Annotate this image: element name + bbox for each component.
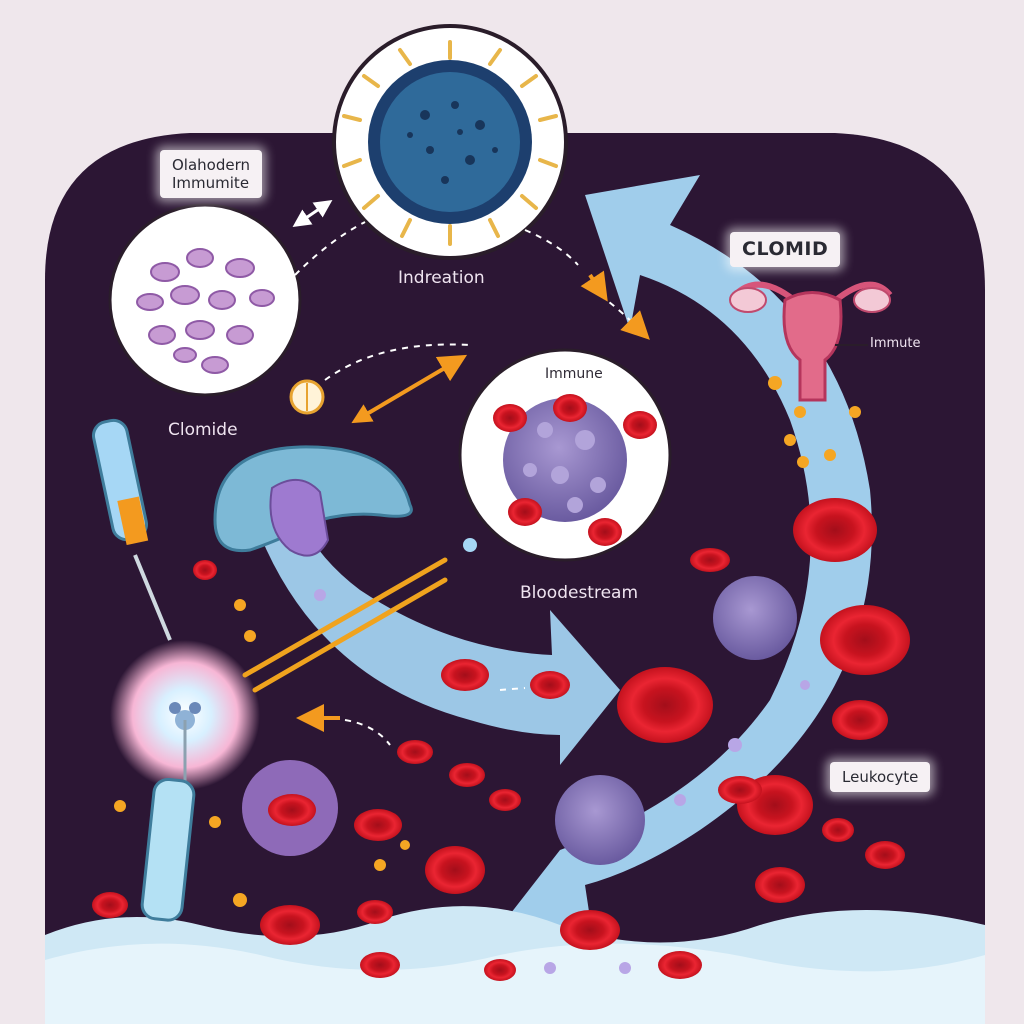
pill-icon <box>289 379 325 415</box>
tweezers-icon <box>242 557 448 693</box>
immune-cell-icon <box>458 348 672 562</box>
stomach-icon <box>213 445 413 557</box>
flow-arrow-main <box>455 175 872 985</box>
virus-icon <box>332 24 568 260</box>
top-tag-line2: Immumite <box>172 174 250 192</box>
vial-icon <box>140 720 196 922</box>
immute-label: Immute <box>870 336 921 351</box>
syringe-icon <box>92 418 172 641</box>
indreation-label: Indreation <box>398 268 485 288</box>
lilac-particles <box>314 538 810 974</box>
double-arrow <box>292 199 333 228</box>
orange-arrows <box>296 270 650 732</box>
leukocyte-tag: Leukocyte <box>830 762 931 792</box>
top-tag-line1: Olahodern <box>172 156 251 174</box>
red-blood-cell-icon <box>92 498 910 981</box>
top-tag-label: Olahodern Immumite <box>160 150 263 198</box>
orange-particles <box>114 376 861 907</box>
clomid-tag: CLOMID <box>730 232 841 267</box>
red-cell-cluster-icon <box>108 203 302 397</box>
clomide-label: Clomide <box>168 420 238 440</box>
immune-inner-label: Immune <box>545 366 603 382</box>
leukocyte-icon <box>242 576 797 865</box>
uterus-icon <box>729 281 893 402</box>
bloodstream-label: Bloodestream <box>520 583 639 603</box>
bottom-fluid-wave <box>45 943 985 1024</box>
flow-arrow-lower <box>260 520 620 765</box>
